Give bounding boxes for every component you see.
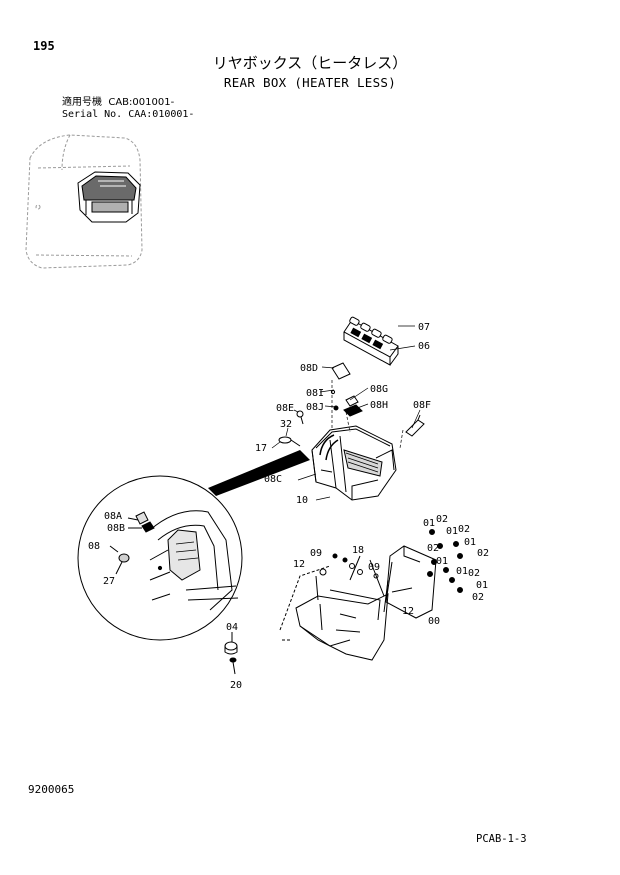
part-08d-lid — [331, 362, 351, 380]
bolt-set — [427, 529, 463, 593]
callout-01-b: 01 — [446, 526, 458, 537]
callout-09-b: 09 — [368, 562, 380, 573]
detail-pointer-band — [208, 450, 310, 496]
callout-20: 20 — [230, 680, 242, 691]
part-07-cover-buttons — [349, 316, 393, 350]
callout-08c: 08C — [264, 474, 282, 485]
callout-10: 10 — [296, 495, 308, 506]
callout-08: 08 — [88, 541, 100, 552]
page-title-english: REAR BOX (HEATER LESS) — [223, 75, 397, 90]
callout-02-e: 02 — [468, 568, 480, 579]
callout-27: 27 — [103, 576, 115, 587]
leader-lines — [271, 325, 421, 501]
part-08f-bracket — [405, 414, 425, 437]
callout-01-a: 01 — [423, 518, 435, 529]
callout-02-f: 02 — [472, 592, 484, 603]
page-title-japanese: リヤボックス（ヒータレス） — [212, 54, 408, 72]
callout-08g: 08G — [370, 384, 388, 395]
callout-08d: 08D — [300, 363, 318, 374]
callout-08a: 08A — [104, 511, 122, 522]
callout-labels: 07 06 08D 08I 08G 08E 08J 08H 08F 32 17 … — [88, 322, 489, 691]
rear-box-main-body — [311, 425, 397, 501]
part-17-32-clip — [278, 436, 301, 447]
callout-01-e: 01 — [456, 566, 468, 577]
callout-08f: 08F — [413, 400, 431, 411]
lower-bracket-assembly — [279, 553, 413, 661]
callout-04: 04 — [226, 622, 238, 633]
callout-09-a: 09 — [310, 548, 322, 559]
callout-18: 18 — [352, 545, 364, 556]
callout-02-b: 02 — [427, 543, 439, 554]
part-00-side-panel — [385, 545, 437, 619]
callout-08e: 08E — [276, 403, 294, 414]
cab-overview-sketch — [25, 134, 143, 269]
serial-range-japanese: 適用号機 CAB:001001- — [62, 97, 175, 108]
catalog-code: PCAB-1-3 — [476, 833, 527, 845]
callout-12-b: 12 — [402, 606, 414, 617]
callout-17: 17 — [255, 443, 267, 454]
callout-08b: 08B — [107, 523, 125, 534]
callout-32: 32 — [280, 419, 292, 430]
callout-07: 07 — [418, 322, 430, 333]
callout-08h: 08H — [370, 400, 388, 411]
callout-02-c: 02 — [458, 524, 470, 535]
callout-01-d: 01 — [436, 556, 448, 567]
detail-circle — [77, 475, 243, 641]
callout-12-a: 12 — [293, 559, 305, 570]
callout-01-f: 01 — [476, 580, 488, 591]
callout-02-a: 02 — [436, 514, 448, 525]
document-number: 9200065 — [28, 783, 75, 796]
part-04-20-cap — [224, 632, 238, 675]
callout-06: 06 — [418, 341, 430, 352]
callout-02-d: 02 — [477, 548, 489, 559]
callout-01-c: 01 — [464, 537, 476, 548]
callout-08i: 08I — [306, 388, 324, 399]
callout-08j: 08J — [306, 402, 324, 413]
callout-00: 00 — [428, 616, 440, 627]
part-08g-08h-plates — [343, 395, 363, 417]
cab-rear-box-highlight — [77, 171, 141, 223]
serial-range-english: Serial No. CAA:010001- — [62, 109, 195, 120]
part-08e-screw — [296, 410, 304, 425]
part-06-top-cover — [343, 316, 399, 366]
page-number: 195 — [33, 39, 55, 53]
